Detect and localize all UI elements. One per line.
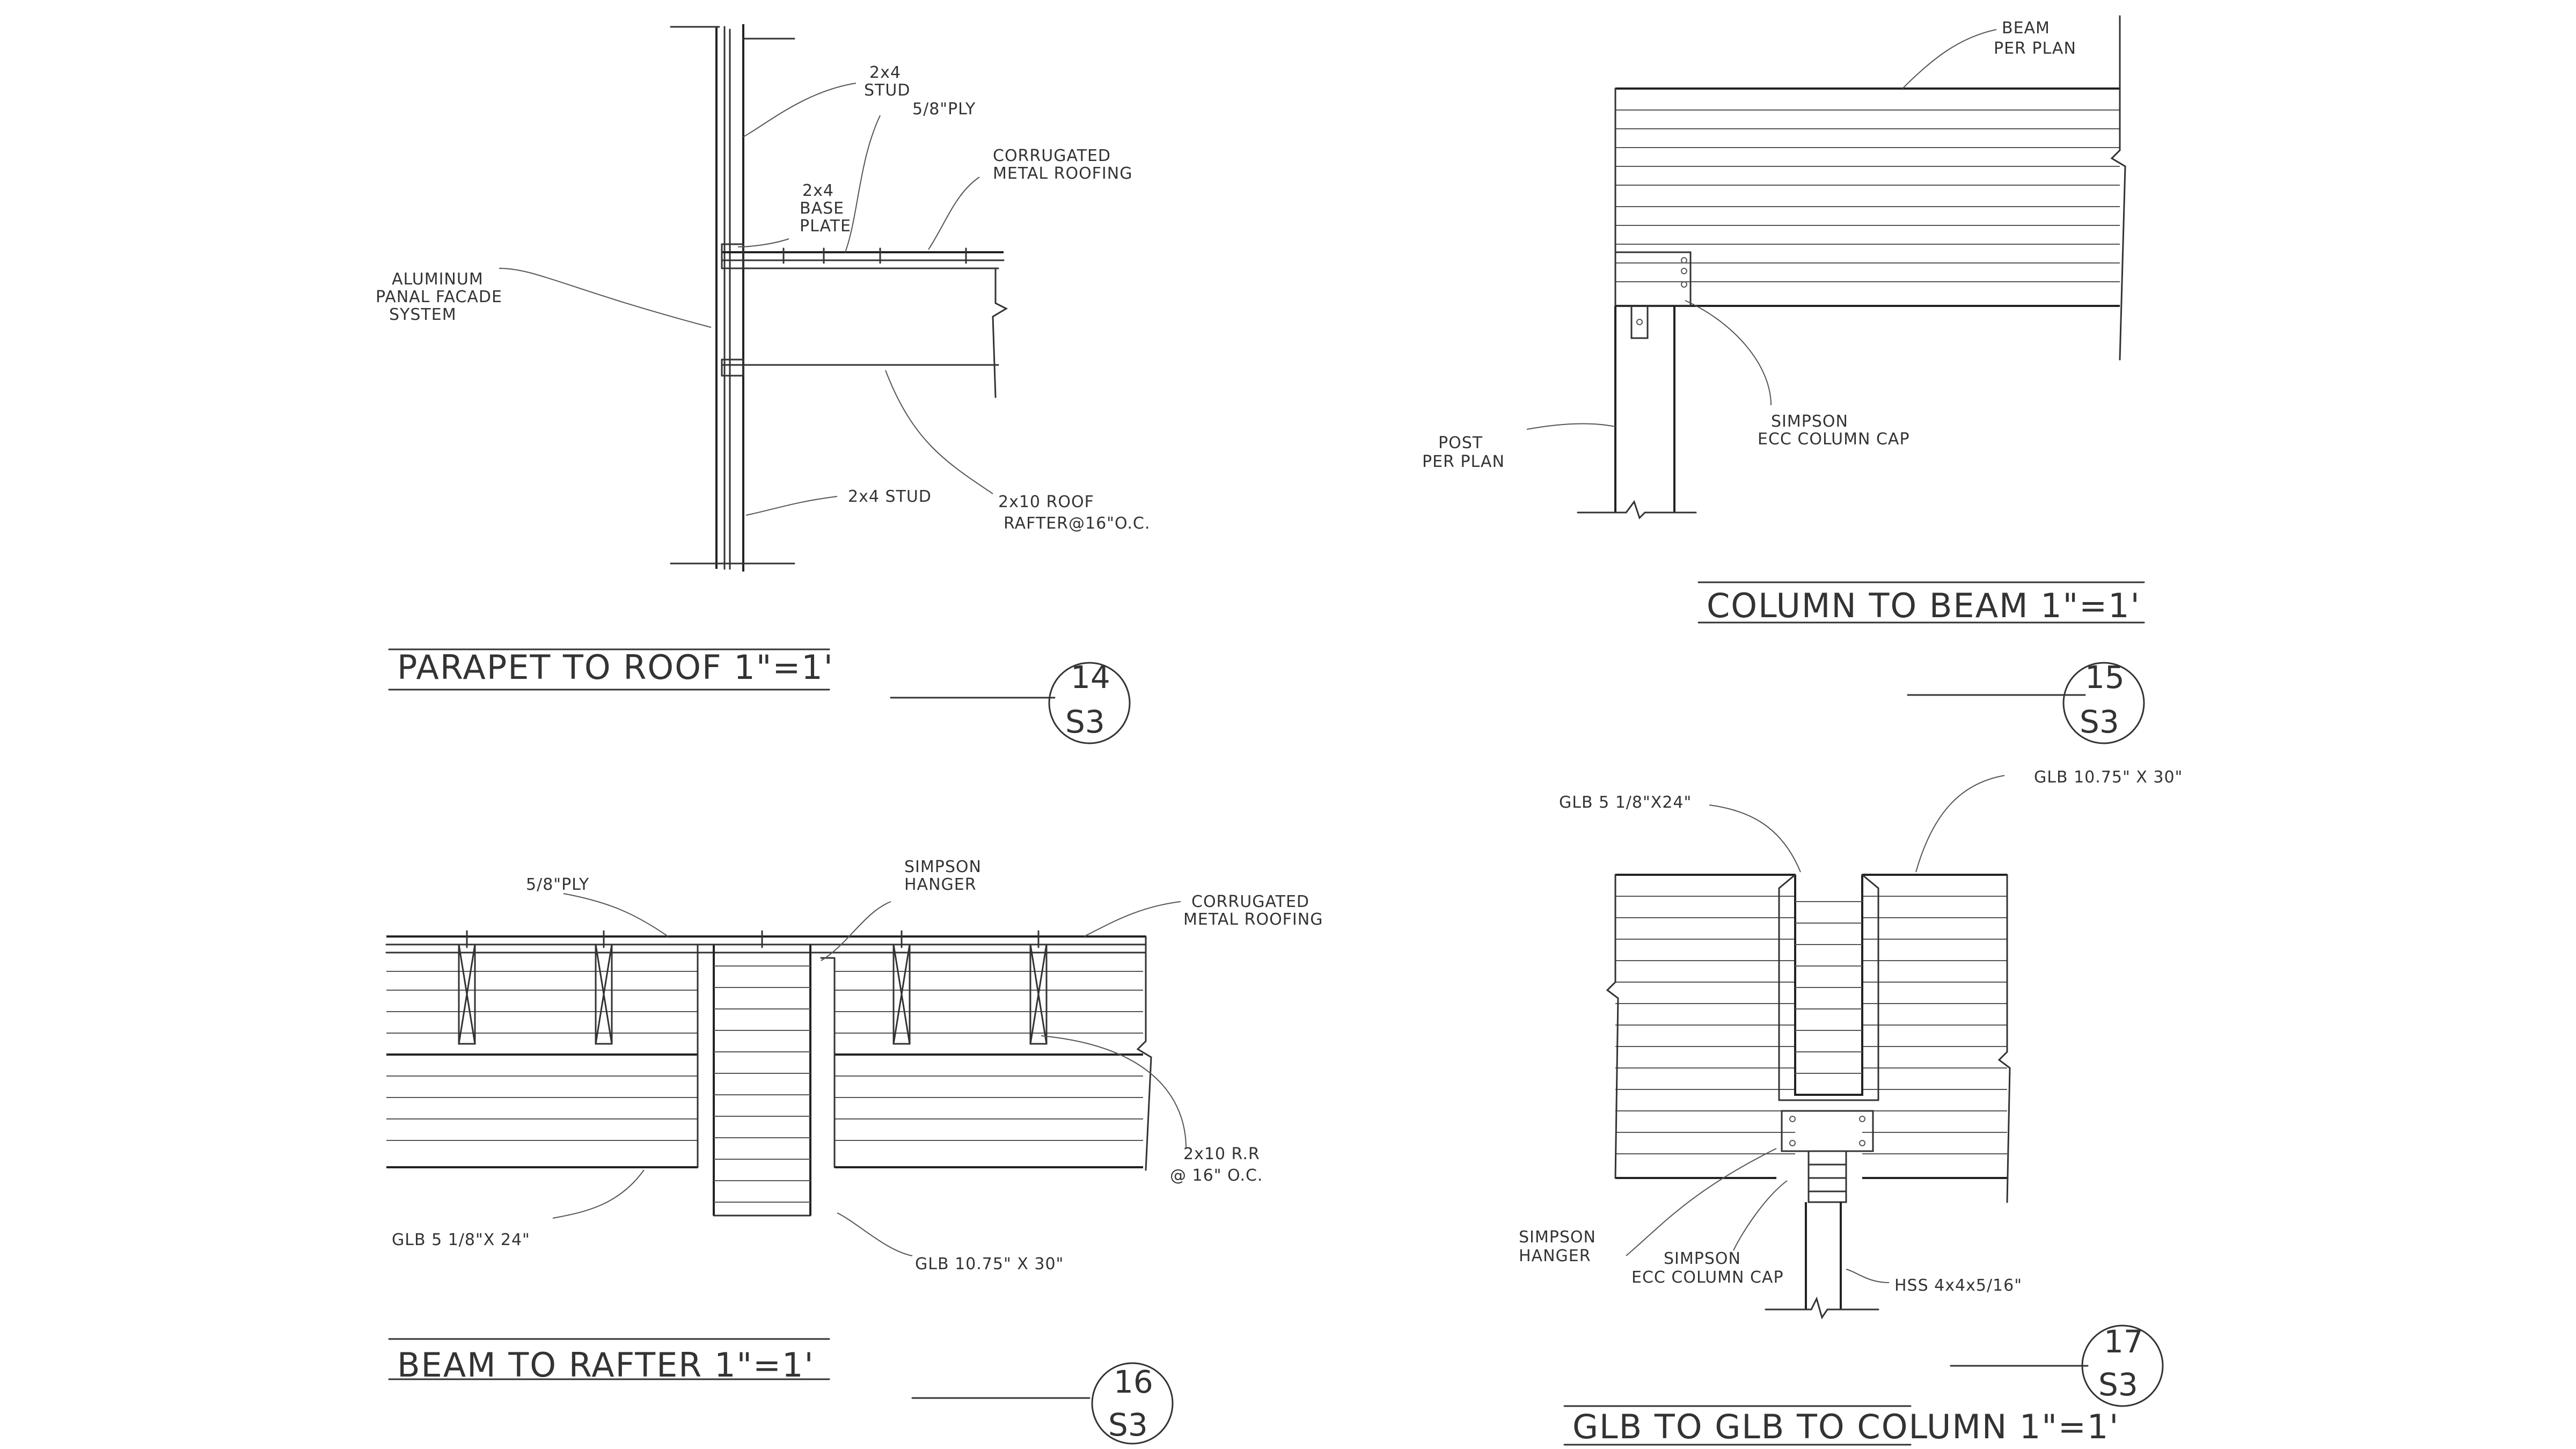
detail-17-note-column-cap: SIMPSON ECC COLUMN CAP [1631,1249,1784,1287]
detail-14-note-ply: 5/8"PLY [912,100,976,119]
detail-17-note-hanger: SIMPSON HANGER [1519,1228,1602,1265]
detail-17-hss-column [1765,1202,1879,1320]
detail-15-tag: 15 S3 [1907,659,2145,744]
detail-14-note-base-plate: 2x4 BASE PLATE [800,181,851,236]
detail-16-beam-to-rafter: 5/8"PLY SIMPSON HANGER CORRUGATED METAL … [385,858,1323,1445]
detail-15-post [1577,306,1697,519]
detail-15-note-column-cap: SIMPSON ECC COLUMN CAP [1758,412,1910,449]
detail-14-note-facade: ALUMINUM PANAL FACADE SYSTEM [376,270,508,324]
detail-16-beam-glb-large [697,943,836,1217]
detail-15-beam [1614,15,2126,361]
detail-14-note-rafter: 2x10 ROOF RAFTER@16"O.C. [998,493,1150,533]
detail-17-note-glb-small: GLB 5 1/8"X24" [1559,793,1692,812]
detail-17-leaders [1626,775,2005,1283]
detail-16-leaders [552,893,1187,1256]
detail-17-number: 17 [2104,1323,2143,1360]
detail-16-note-glb-small: GLB 5 1/8"X 24" [392,1231,530,1249]
detail-16-note-hanger: SIMPSON HANGER [904,858,987,894]
detail-17-beam-large [1606,874,2011,1203]
detail-15-number: 15 [2085,659,2125,696]
detail-17-column-cap [1781,1110,1874,1203]
detail-17-tag: 17 S3 [1950,1323,2164,1407]
detail-15-title: COLUMN TO BEAM 1"=1' [1707,586,2141,625]
detail-16-note-rafter: 2x10 R.R @ 16" O.C. [1170,1145,1265,1185]
detail-16-rafters [458,930,1048,1045]
detail-17-title: GLB TO GLB TO COLUMN 1"=1' [1572,1407,2119,1446]
detail-15-note-beam: BEAM PER PLAN [1994,19,2076,58]
detail-15-column-cap [1614,251,1692,339]
detail-16-beam-glb-small [386,935,1152,1171]
detail-14-note-roofing: CORRUGATED METAL ROOFING [993,147,1132,183]
detail-14-leaders [499,83,993,516]
detail-14-note-stud-top: 2x4 STUD [864,63,910,100]
detail-15-column-to-beam: BEAM PER PLAN SIMPSON ECC COLUMN CAP POS… [1422,15,2145,744]
detail-16-number: 16 [1114,1364,1153,1400]
detail-16-note-ply: 5/8"PLY [526,875,589,894]
detail-14-note-stud-bottom: 2x4 STUD [848,487,932,506]
detail-16-title: BEAM TO RAFTER 1"=1' [397,1345,815,1385]
detail-14-title: PARAPET TO ROOF 1"=1' [397,648,834,687]
detail-15-sheet: S3 [2080,704,2119,740]
detail-14-number: 14 [1071,659,1110,696]
detail-14-tag: 14 S3 [890,659,1131,744]
detail-14-parapet-to-roof: 2x4 STUD 5/8"PLY CORRUGATED METAL ROOFIN… [376,24,1150,744]
detail-14-wall [670,24,795,572]
detail-16-tag: 16 S3 [911,1362,1174,1445]
detail-14-sheet: S3 [1065,704,1105,740]
detail-16-note-glb-large: GLB 10.75" X 30" [915,1255,1064,1274]
detail-17-glb-to-glb-to-column: GLB 5 1/8"X24" GLB 10.75" X 30" SIMPSON … [1519,768,2183,1446]
detail-15-leaders [1526,29,1997,430]
detail-15-note-post: POST PER PLAN [1422,434,1505,471]
detail-16-note-roofing: CORRUGATED METAL ROOFING [1183,892,1323,929]
detail-16-deck [385,935,1147,954]
detail-14-roof [721,243,1008,398]
detail-17-note-hss: HSS 4x4x5/16" [1894,1276,2022,1295]
detail-17-beam-small [1778,874,1879,1101]
detail-17-note-glb-large: GLB 10.75" X 30" [2034,768,2183,787]
detail-17-sheet: S3 [2098,1366,2138,1403]
detail-16-sheet: S3 [1108,1407,1148,1443]
